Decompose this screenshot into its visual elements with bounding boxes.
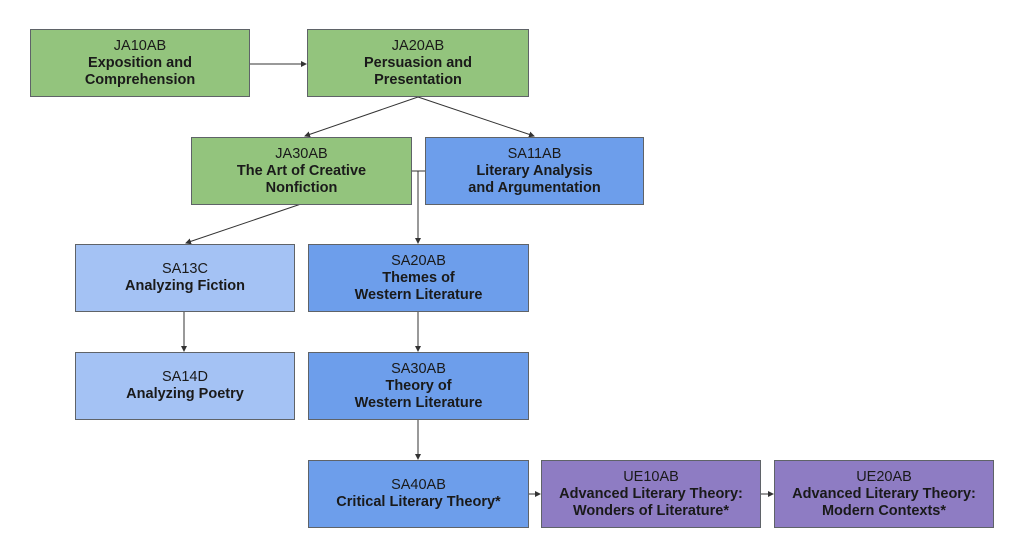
course-title-line: Western Literature xyxy=(354,286,483,303)
course-node-sa40ab: SA40AB Critical Literary Theory* xyxy=(308,460,529,528)
course-code: UE10AB xyxy=(623,468,679,485)
edge-ja30ab-sa13c xyxy=(185,203,302,245)
course-node-ja20ab: JA20AB Persuasion and Presentation xyxy=(307,29,529,97)
course-code: JA30AB xyxy=(275,145,328,162)
course-title-line: Themes of xyxy=(382,269,455,286)
course-code: SA30AB xyxy=(391,360,446,377)
course-node-ue20ab: UE20AB Advanced Literary Theory: Modern … xyxy=(774,460,994,528)
course-code: SA14D xyxy=(162,369,208,385)
course-node-sa13c: SA13C Analyzing Fiction xyxy=(75,244,295,312)
course-node-sa14d: SA14D Analyzing Poetry xyxy=(75,352,295,420)
course-title-line: Modern Contexts* xyxy=(821,502,947,519)
edge-ja20ab-ja30ab xyxy=(304,96,419,138)
course-code: SA13C xyxy=(162,261,208,277)
course-code: JA20AB xyxy=(391,37,445,54)
course-code: SA11AB xyxy=(507,145,562,162)
course-code: SA40AB xyxy=(391,477,446,493)
course-title-line: Presentation xyxy=(374,71,462,88)
course-title-line: Nonfiction xyxy=(265,179,338,196)
course-title-line: The Art of Creative xyxy=(236,162,367,179)
course-code: SA20AB xyxy=(391,252,446,269)
course-title-line: Critical Literary Theory* xyxy=(336,494,501,510)
course-node-ja10ab: JA10AB Exposition and Comprehension xyxy=(30,29,250,97)
course-title-line: Literary Analysis xyxy=(476,162,593,179)
course-code: UE20AB xyxy=(856,468,912,485)
edge-ja20ab-sa11ab xyxy=(417,96,535,138)
course-title-line: Theory of xyxy=(385,377,452,394)
course-title-line: Comprehension xyxy=(84,71,196,88)
course-node-ja30ab: JA30AB The Art of Creative Nonfiction xyxy=(191,137,412,205)
course-node-sa20ab: SA20AB Themes of Western Literature xyxy=(308,244,529,312)
course-title-line: Advanced Literary Theory: xyxy=(792,485,976,502)
course-title-line: Analyzing Fiction xyxy=(124,278,246,294)
course-node-ue10ab: UE10AB Advanced Literary Theory: Wonders… xyxy=(541,460,761,528)
course-title-line: Analyzing Poetry xyxy=(126,386,244,402)
course-title-line: and Argumentation xyxy=(468,179,601,196)
course-node-sa11ab: SA11AB Literary Analysis and Argumentati… xyxy=(425,137,644,205)
course-title-line: Western Literature xyxy=(354,394,483,411)
course-title-line: Wonders of Literature* xyxy=(572,502,730,519)
course-code: JA10AB xyxy=(113,37,167,54)
course-title-line: Exposition and xyxy=(88,54,192,71)
course-title-line: Persuasion and xyxy=(364,54,472,71)
course-node-sa30ab: SA30AB Theory of Western Literature xyxy=(308,352,529,420)
course-title-line: Advanced Literary Theory: xyxy=(559,485,743,502)
